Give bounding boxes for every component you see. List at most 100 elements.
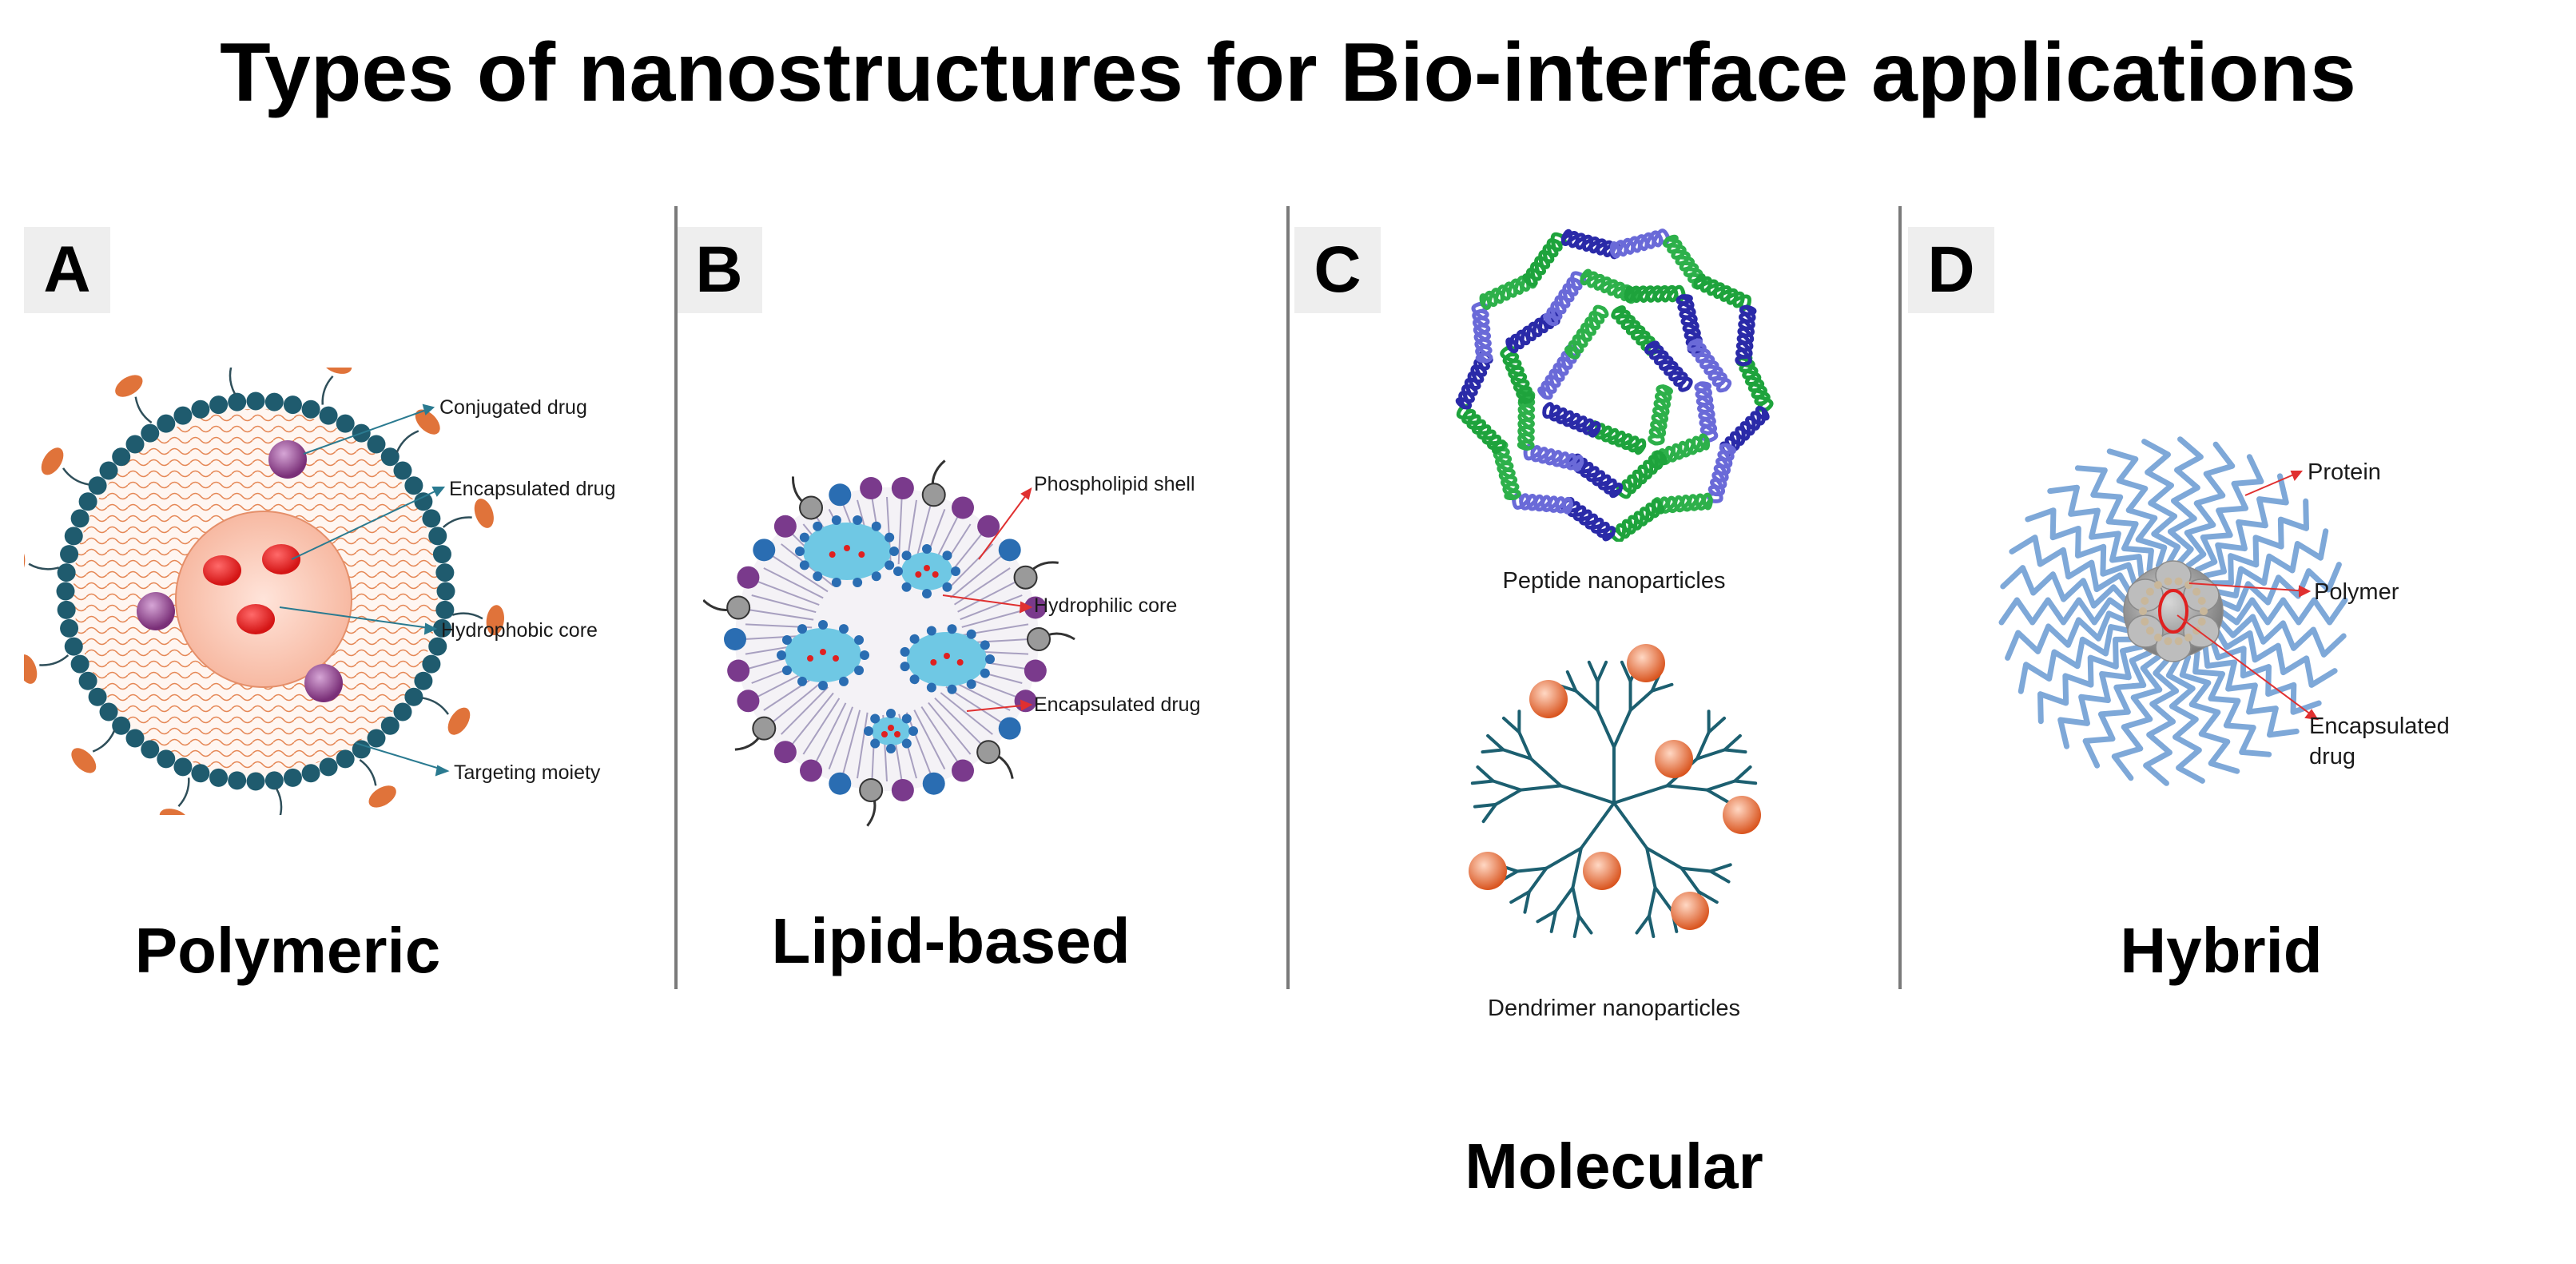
dendrimer-branch [1579,801,1616,850]
shell-bead [112,447,131,467]
protein-arm [2005,610,2129,661]
peptide-helix [1455,352,1493,410]
lipid-tail [920,706,959,763]
lipid-tail [791,692,834,745]
label-encapsulated-d-line2: drug [2309,744,2355,769]
polymer-bead [2192,587,2201,596]
shell-bead [414,671,433,690]
peptide-helix [1500,345,1536,404]
polymer-bead [2197,617,2206,626]
polymer-bead [2154,633,2162,642]
dendrimer-branch [1519,784,1563,792]
shell-bead [380,716,400,735]
protein-arm [2017,623,2133,694]
dendrimer-branch [1596,660,1608,683]
panel-d-name: Hybrid [2120,915,2323,986]
protein-arm [2214,627,2338,688]
encapsulated-drug-dot [924,565,930,571]
polymer-bead [2174,637,2183,646]
lipid-head [1027,627,1051,651]
shell-bead [88,476,107,495]
shell-bead [57,600,76,619]
ligand-linker [134,396,153,424]
label-dendrimer-nanoparticles: Dendrimer nanoparticles [1488,996,1740,1021]
dendrimer-branch [1733,765,1752,783]
protein-arm [2141,439,2181,566]
targeting-ligand [41,447,64,475]
vesicle-head [799,560,809,570]
vesicle-head [886,709,896,718]
polymer-bead [2197,597,2206,606]
peptide-helix [1735,354,1774,412]
peptide-helix [1735,304,1757,367]
lipid-tail [815,702,847,763]
polymer-bead [2139,607,2147,615]
lipid-head [922,772,945,795]
dendrimer-branch [1647,885,1657,918]
lipid-head [859,777,884,802]
label-encapsulated-drug-a: Encapsulated drug [449,478,615,500]
lipid-tail [960,594,1023,621]
vesicle-head [909,674,920,685]
shell-bead [78,492,97,511]
dendrimer-branch [1565,670,1578,693]
encapsulated-drug-dot [915,571,922,578]
lipid-head [921,483,946,507]
dendrimer-payload [1627,644,1665,682]
lipid-tail [802,698,841,755]
label-peptide-nanoparticles: Peptide nanoparticles [1503,568,1726,594]
lipid-head [737,566,760,589]
shell-bead [228,392,247,411]
peptide-helix [1560,229,1621,260]
shell-bead [264,392,284,411]
dendrimer-branch [1680,866,1712,873]
shell-bead [393,702,412,721]
dendrimer-label-svg: Dendrimer nanoparticles [1488,996,1740,1021]
encapsulated-drug-dot [932,571,939,578]
shell-bead [141,423,160,443]
dendrimer-branch [1697,890,1719,904]
peptide-helix [1537,344,1581,400]
protein-arm [2209,636,2322,715]
peptide-helix [1491,440,1521,500]
shell-bead [352,740,371,759]
lipid-tail [828,706,854,769]
dendrimer-branch [1501,716,1521,734]
dendrimer-payload [1583,852,1621,890]
label-hydrophobic-core: Hydrophobic core [441,619,598,642]
dendrimer-branch [1723,748,1747,754]
dendrimer-branch [1680,866,1701,894]
ligand-linker [62,467,89,486]
lipid-head [860,477,883,500]
peptide-helix [1456,403,1507,455]
shell-bead [209,768,229,787]
shell-bead [319,406,338,425]
lipid-head [976,740,1001,765]
polymer-bead [2164,577,2173,586]
dendrimer-branch [1493,788,1523,806]
peptide-helix [1694,381,1719,443]
lipid-tail [928,702,972,755]
vesicle-head [947,684,957,694]
shell-bead [336,414,355,433]
dendrimer-branch [1523,890,1531,914]
shell-bead [64,527,83,546]
divider-ab [674,206,678,989]
peptide-helix [1663,234,1707,289]
dendrimer-branch [1695,748,1727,761]
vesicle-head [947,624,957,634]
vesicle-head [870,713,881,724]
lipid-head [998,717,1021,740]
lipid-tail [913,710,946,770]
shell-bead [301,764,320,783]
vesicle-head [900,646,910,657]
lipid-head [800,759,822,782]
lipid-head [977,515,1000,538]
protein-arm [2082,650,2153,769]
label-encapsulated-d-line1: Encapsulated [2309,713,2450,739]
lipid-tail [763,567,824,599]
dendrimer-branch [1470,779,1495,785]
vesicle-head [885,532,895,543]
vesicle-head [854,666,865,675]
shell-bead [404,687,423,706]
